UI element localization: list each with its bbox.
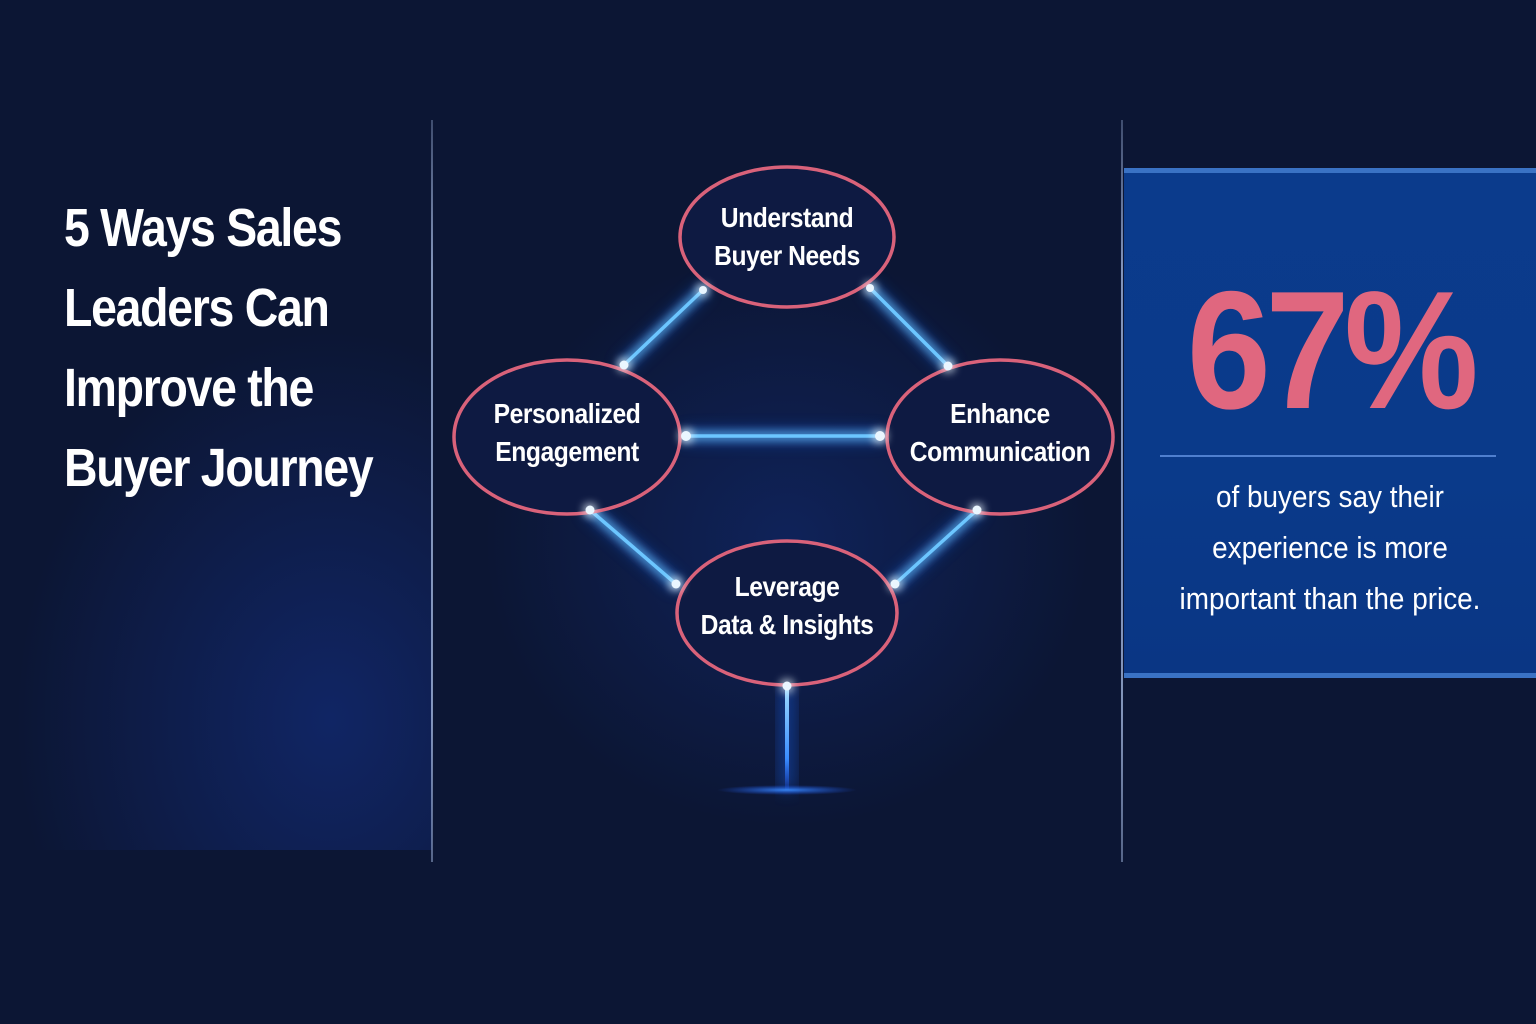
title-line-4: Buyer Journey: [64, 438, 374, 498]
node-label-line: Understand: [720, 202, 854, 233]
node-label-leverage: Leverage Data & Insights: [701, 568, 874, 644]
connector-beam: [785, 686, 789, 790]
nodes: [452, 165, 1115, 687]
connector-bottom-left: [588, 508, 678, 586]
connector-top-right: [868, 286, 950, 368]
title-line-3: Improve the: [64, 358, 314, 418]
left-divider: [431, 120, 433, 862]
node-label-enhance: Enhance Communication: [909, 395, 1091, 471]
stat-divider: [1160, 455, 1496, 457]
node-personalized: [452, 358, 682, 516]
stat-panel: 67% of buyers say their experience is mo…: [1124, 168, 1536, 678]
connector-dots: [585, 284, 982, 691]
node-label-line: Engagement: [495, 436, 639, 467]
node-label-line: Personalized: [493, 398, 641, 429]
left-panel-glow: [0, 0, 432, 850]
page-title: 5 Ways Sales Leaders Can Improve the Buy…: [64, 188, 374, 508]
stat-caption: of buyers say their experience is more i…: [1145, 471, 1516, 624]
title-line-2: Leaders Can: [64, 278, 330, 338]
stat-caption-line-2: experience is more: [1212, 530, 1448, 565]
stat-value: 67%: [1186, 256, 1479, 444]
stat-caption-line-1: of buyers say their: [1216, 479, 1444, 514]
node-label-line: Communication: [909, 436, 1091, 467]
connector-top-left: [622, 288, 705, 367]
beam-floor-glow: [717, 785, 857, 795]
title-line-1: 5 Ways Sales: [64, 198, 342, 258]
node-label-personalized: Personalized Engagement: [494, 395, 641, 471]
stat-caption-line-3: important than the price.: [1179, 581, 1481, 616]
right-divider: [1121, 120, 1123, 862]
node-label-line: Leverage: [734, 571, 840, 602]
node-label-line: Data & Insights: [700, 609, 874, 640]
node-label-understand: Understand Buyer Needs: [714, 199, 860, 275]
node-enhance: [885, 358, 1115, 516]
connectors: [585, 283, 982, 795]
node-label-line: Enhance: [950, 398, 1050, 429]
node-label-line: Buyer Needs: [714, 240, 860, 271]
node-understand: [678, 165, 896, 309]
connector-bottom-right: [893, 508, 979, 586]
